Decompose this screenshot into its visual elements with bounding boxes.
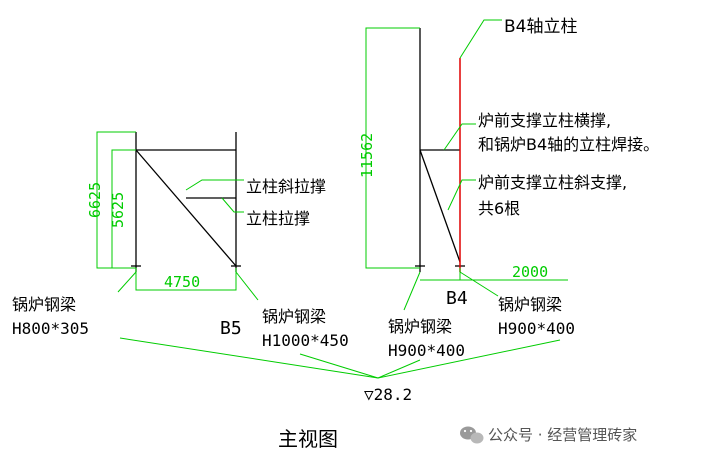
label-column-brace: 立柱拉撑 xyxy=(246,209,310,228)
right-structure xyxy=(415,28,465,272)
left-diagonal-brace xyxy=(135,149,237,267)
dim-right-offset: 2000 xyxy=(512,263,548,281)
wechat-icon xyxy=(460,426,484,444)
dim-left-height-outer: 6625 xyxy=(86,182,104,218)
dim-left-width: 4750 xyxy=(164,273,200,291)
left-structure xyxy=(131,132,241,272)
left-dimensions xyxy=(96,131,237,291)
label-front-cross-brace-1: 炉前支撑立柱横撑, xyxy=(478,111,611,130)
label-front-cross-brace-2: 和锅炉B4轴的立柱焊接。 xyxy=(478,135,659,154)
label-b4-column: B4轴立柱 xyxy=(504,17,577,37)
axis-label-b4: B4 xyxy=(446,288,468,309)
beam4-name: 锅炉钢梁 xyxy=(498,295,562,314)
beam-leaders xyxy=(117,271,561,379)
axis-label-b5: B5 xyxy=(220,318,242,339)
right-dimensions xyxy=(365,27,568,281)
beam2-size: H1000*450 xyxy=(262,331,349,350)
label-front-diagonal-brace-1: 炉前支撑立柱斜支撑, xyxy=(478,173,627,192)
beam3-size: H900*400 xyxy=(388,341,465,360)
watermark-text: 公众号 · 经营管理砖家 xyxy=(488,426,637,444)
beam1-size: H800*305 xyxy=(12,319,89,338)
caption-main-view: 主视图 xyxy=(278,427,338,451)
label-column-diagonal-brace: 立柱斜拉撑 xyxy=(246,177,326,196)
elevation-label: ▽28.2 xyxy=(364,385,412,404)
left-leaders xyxy=(185,179,244,213)
beam1-name: 锅炉钢梁 xyxy=(12,295,76,314)
beam3-name: 锅炉钢梁 xyxy=(388,317,452,336)
label-front-diagonal-brace-2: 共6根 xyxy=(478,199,520,218)
dim-right-height: 11562 xyxy=(358,133,376,178)
beam4-size: H900*400 xyxy=(498,319,575,338)
right-leaders xyxy=(443,19,502,211)
beam2-name: 锅炉钢梁 xyxy=(262,307,326,326)
front-diagonal-brace xyxy=(419,149,461,263)
dim-left-height-inner: 5625 xyxy=(109,192,127,228)
